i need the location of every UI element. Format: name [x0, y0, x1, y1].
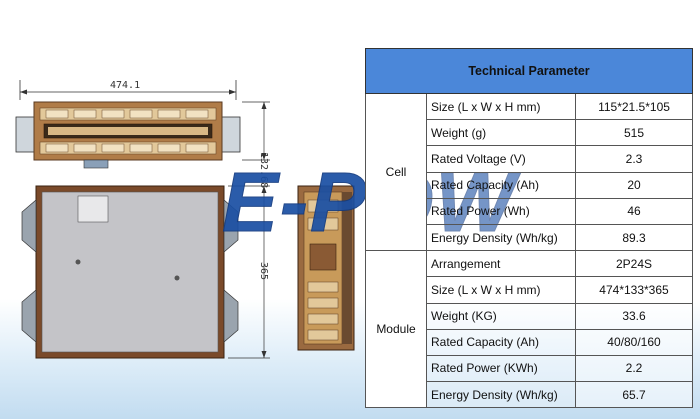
table-row: Weight (KG) 33.6 [366, 302, 693, 330]
param-label: Arrangement [426, 250, 576, 278]
param-label: Rated Voltage (V) [426, 145, 576, 173]
param-value: 46 [575, 197, 693, 225]
height-dimension: 365 [228, 185, 270, 359]
param-value: 2P24S [575, 250, 693, 278]
param-label: Energy Density (Wh/kg) [426, 223, 576, 252]
table-row: Module Arrangement 2P24S [365, 250, 693, 409]
table-header: Technical Parameter [365, 48, 693, 94]
param-label: Rated Power (Wh) [426, 197, 576, 225]
table-row: Energy Density (Wh/kg) 89.3 [366, 223, 693, 252]
param-label: Energy Density (Wh/kg) [426, 381, 576, 409]
param-label: Size (L x W x H mm) [426, 276, 576, 304]
table-row: Rated Power (Wh) 46 [366, 197, 693, 225]
table-row: Rated Capacity (Ah) 20 [366, 171, 693, 199]
module-group-label: Module [365, 250, 427, 409]
cell-group-label: Cell [365, 92, 427, 252]
module-side-view [297, 185, 355, 351]
param-label: Rated Capacity (Ah) [426, 328, 576, 356]
param-value: 515 [575, 119, 693, 147]
side-height-dimension: 132.68 [242, 101, 270, 188]
param-value: 20 [575, 171, 693, 199]
module-technical-drawing: 474.1 132.68 [15, 80, 355, 359]
table-row: Rated Capacity (Ah) 40/80/160 [366, 328, 693, 356]
module-front-view [21, 185, 239, 359]
param-label: Rated Power (KWh) [426, 354, 576, 383]
param-label: Size (L x W x H mm) [426, 92, 576, 121]
table-row: Cell Size (L x W x H mm) 115*21.5*105 [365, 92, 693, 252]
width-dimension: 474.1 [19, 80, 237, 100]
param-value: 115*21.5*105 [575, 92, 693, 121]
param-value: 2.3 [575, 145, 693, 173]
param-label: Weight (KG) [426, 302, 576, 330]
param-value: 474*133*365 [575, 276, 693, 304]
table-row: Size (L x W x H mm) 474*133*365 [366, 276, 693, 304]
param-value: 2.2 [575, 354, 693, 383]
width-dim-label: 474.1 [110, 80, 140, 91]
height-dim-label: 365 [258, 262, 269, 280]
param-value: 89.3 [575, 223, 693, 252]
table-row: Energy Density (Wh/kg) 65.7 [366, 381, 693, 409]
module-top-view [15, 101, 241, 169]
param-value: 65.7 [575, 381, 693, 409]
side-height-dim-label: 132.68 [258, 152, 269, 188]
technical-parameter-table: Technical Parameter Cell Size (L x W x H… [365, 48, 693, 409]
table-row: Rated Voltage (V) 2.3 [366, 145, 693, 173]
table-row: Rated Power (KWh) 2.2 [366, 354, 693, 383]
param-label: Rated Capacity (Ah) [426, 171, 576, 199]
param-label: Weight (g) [426, 119, 576, 147]
param-value: 33.6 [575, 302, 693, 330]
param-value: 40/80/160 [575, 328, 693, 356]
